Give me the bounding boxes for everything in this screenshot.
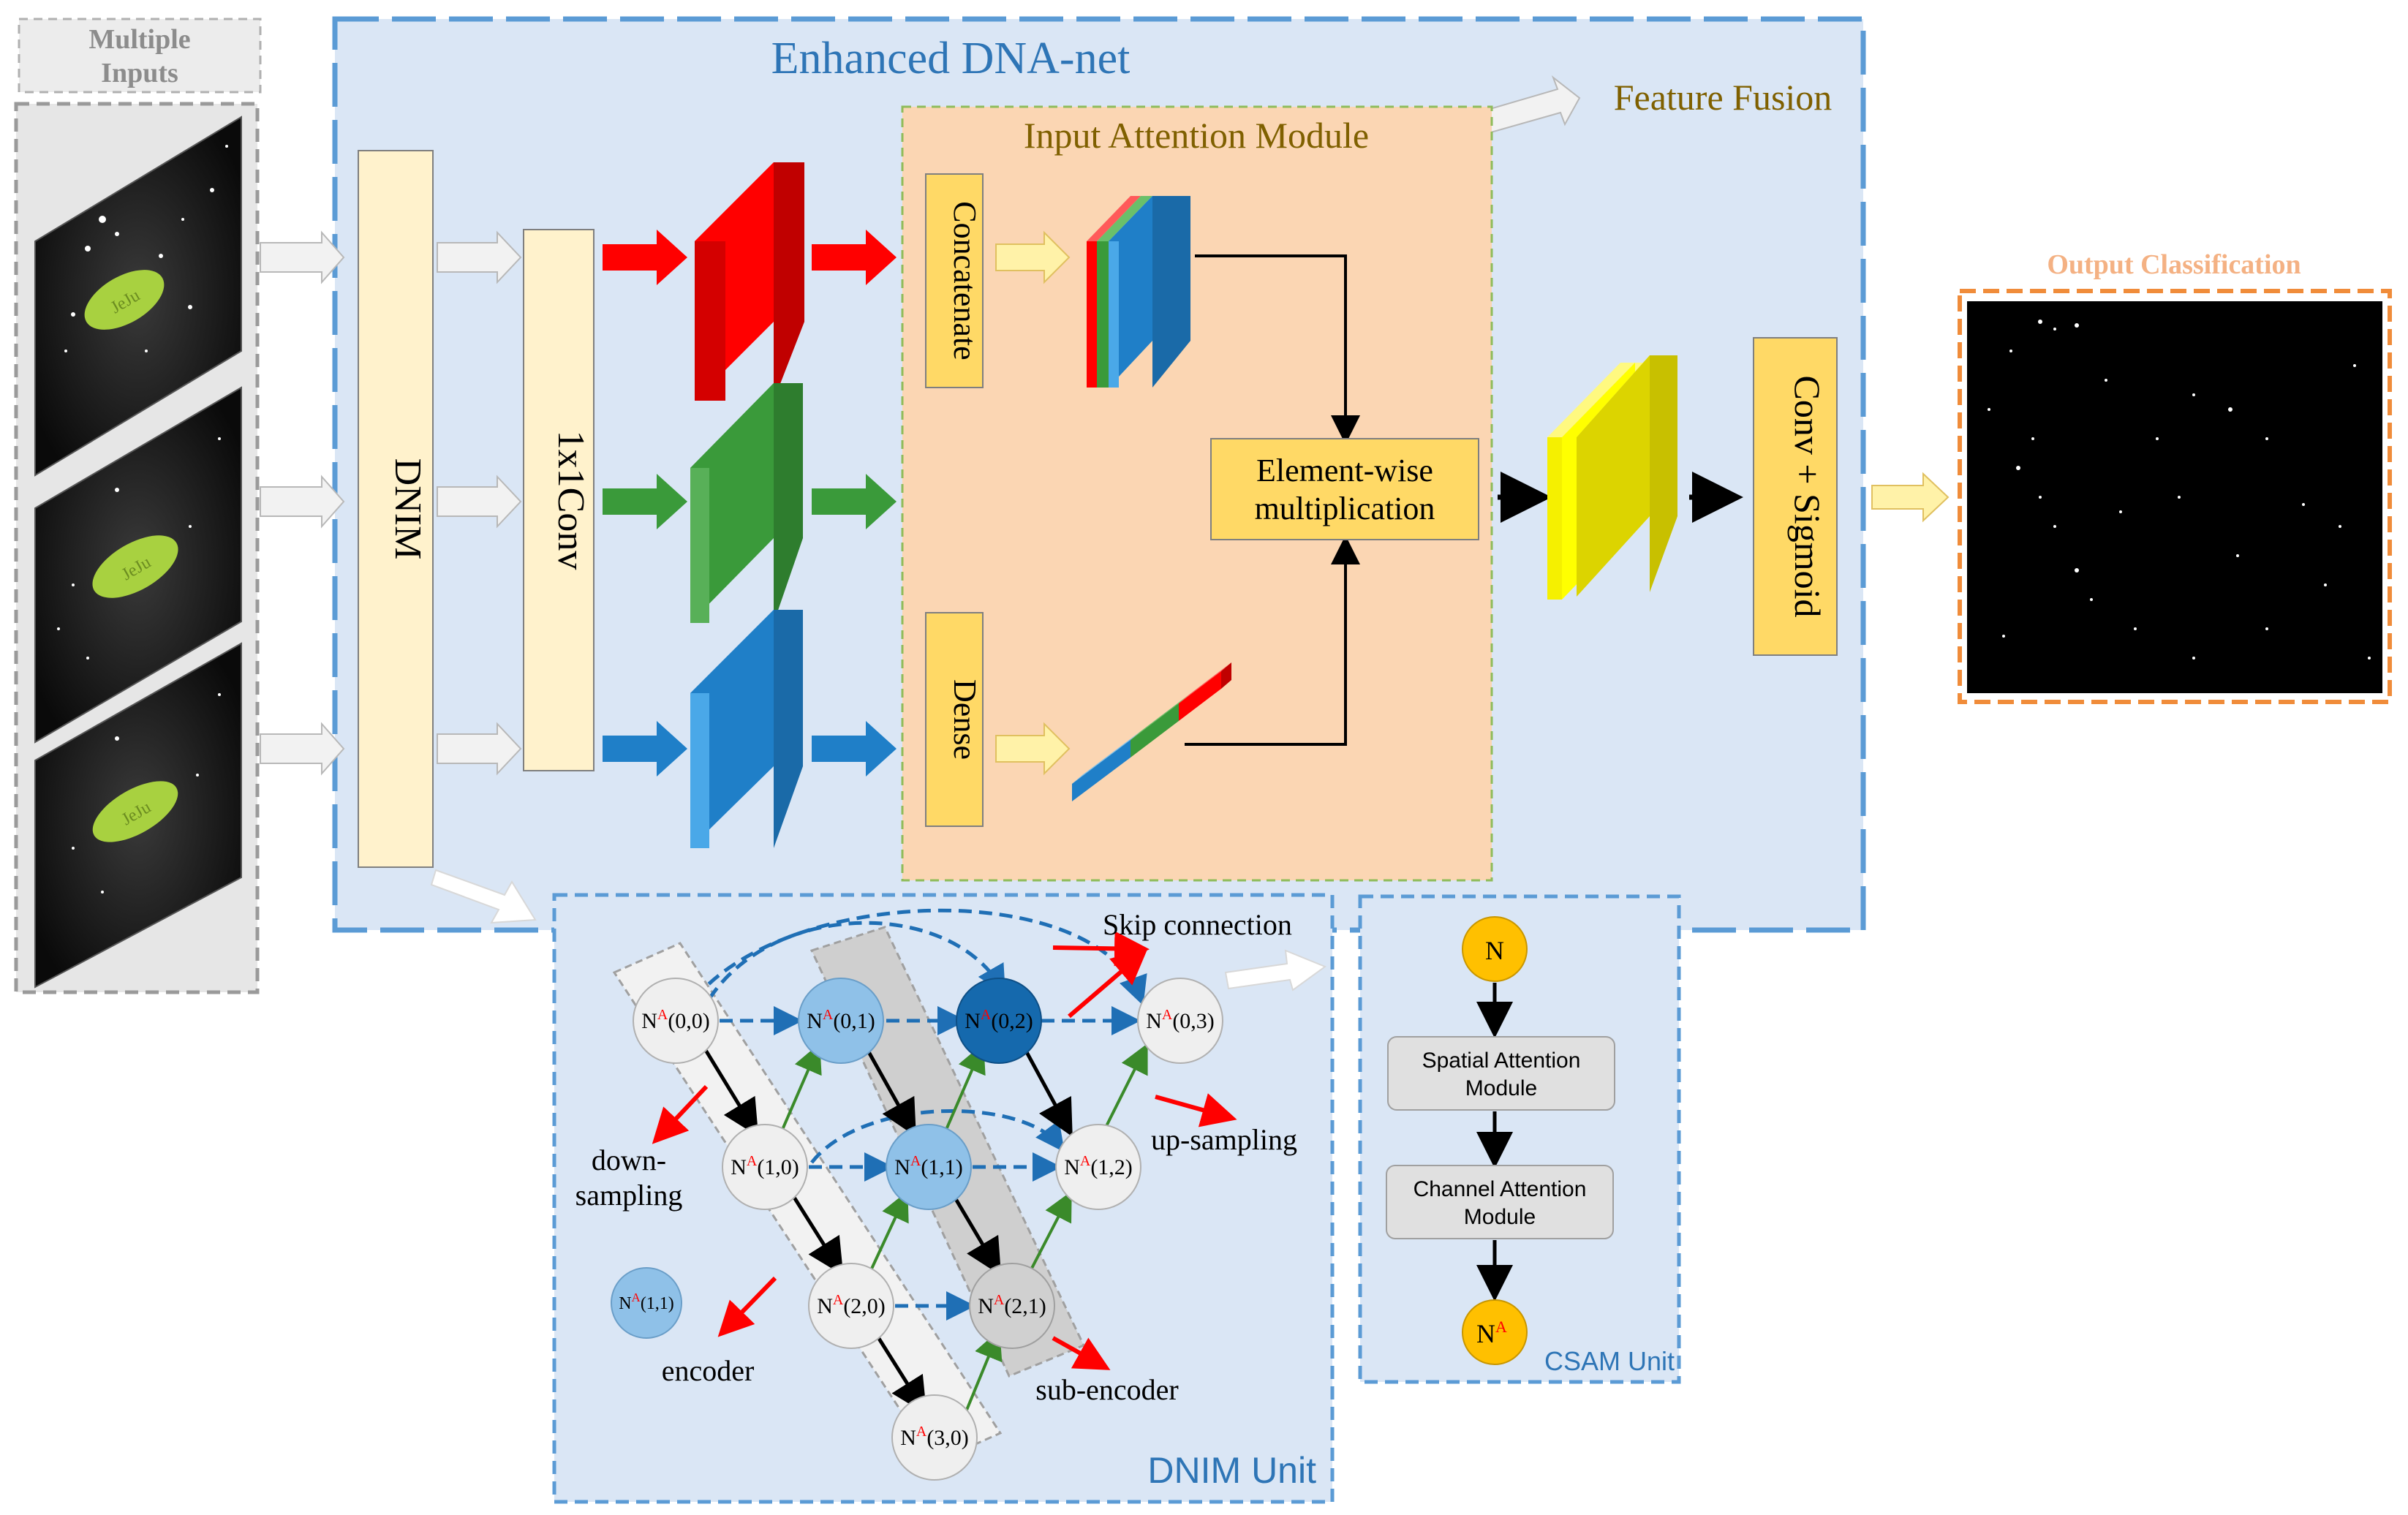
channel-attention-line1: Channel Attention bbox=[1414, 1177, 1587, 1201]
down-sampling-label-2: sampling bbox=[575, 1179, 683, 1212]
down-sampling-label-1: down- bbox=[592, 1144, 666, 1176]
skip-connections bbox=[693, 908, 1147, 1321]
main-title: Enhanced DNA-net bbox=[771, 34, 1131, 83]
dense-vector bbox=[1072, 662, 1231, 801]
input-image-2: JeJu bbox=[34, 386, 242, 744]
dense-box bbox=[925, 612, 984, 827]
to-output-arrow bbox=[1871, 472, 1950, 523]
input-arrows bbox=[260, 230, 345, 776]
annotation-arrows bbox=[652, 931, 1237, 1370]
dnim-block bbox=[358, 150, 434, 868]
node-0-1: NA(0,1) bbox=[798, 978, 884, 1064]
up-sampling-arrows bbox=[778, 1043, 1148, 1418]
dnim-unit-title: DNIM Unit bbox=[1147, 1450, 1316, 1491]
dnim-label: DNIM bbox=[387, 458, 429, 560]
svg-text:NA(1,1): NA(1,1) bbox=[619, 1291, 674, 1313]
inputs-title-line2: Inputs bbox=[101, 58, 178, 88]
svg-text:NA(3,0): NA(3,0) bbox=[900, 1424, 969, 1450]
concatenate-box bbox=[925, 173, 984, 388]
up-sampling-label: up-sampling bbox=[1151, 1123, 1297, 1156]
svg-text:NA(0,1): NA(0,1) bbox=[807, 1007, 875, 1033]
concatenated-feature-map bbox=[1087, 196, 1190, 388]
encoder-label: encoder bbox=[662, 1354, 755, 1387]
inputs-title-box bbox=[18, 18, 262, 94]
down-sampling-arrows bbox=[700, 1043, 1073, 1415]
csam-output-label: NA bbox=[1476, 1318, 1507, 1348]
dnim-annotations: Skip connection down- sampling up-sampli… bbox=[575, 908, 1297, 1406]
input-image-1: JeJu bbox=[34, 116, 242, 477]
svg-text:NA(2,1): NA(2,1) bbox=[978, 1292, 1046, 1318]
red-arrow-1 bbox=[603, 230, 687, 285]
concat-arrow bbox=[995, 230, 1071, 284]
csam-expand-arrow bbox=[1224, 949, 1327, 991]
green-arrow-2 bbox=[812, 474, 897, 529]
node-1-0: NA(1,0) bbox=[722, 1124, 808, 1210]
ew-label-line2: multiplication bbox=[1255, 491, 1435, 526]
svg-text:NA(0,2): NA(0,2) bbox=[965, 1007, 1033, 1033]
sub-encoder-label: sub-encoder bbox=[1035, 1373, 1178, 1406]
node-0-0: NA(0,0) bbox=[633, 978, 719, 1064]
node-2-1: NA(2,1) bbox=[969, 1263, 1055, 1349]
input-image-3: JeJu bbox=[34, 642, 242, 989]
inputs-panel: Multiple Inputs JeJu JeJu JeJu bbox=[14, 18, 262, 994]
dense-arrow bbox=[995, 722, 1071, 776]
spatial-attention-line2: Module bbox=[1465, 1076, 1537, 1100]
csam-unit-panel bbox=[1358, 894, 1681, 1384]
output-title: Output Classification bbox=[2047, 249, 2301, 280]
concatenate-label: Concatenate bbox=[947, 201, 983, 360]
conv1x1-block bbox=[523, 229, 595, 771]
spatial-attention-line1: Spatial Attention bbox=[1422, 1049, 1581, 1073]
conv-sigmoid-label: Conv + Sigmoid bbox=[1787, 375, 1828, 617]
red-arrow-2 bbox=[812, 230, 897, 285]
csam-output-node bbox=[1462, 1299, 1528, 1365]
concat-to-ew-line bbox=[1195, 254, 1360, 445]
node-0-3: NA(0,3) bbox=[1137, 978, 1223, 1064]
svg-text:NA(0,0): NA(0,0) bbox=[641, 1007, 710, 1033]
blue-arrow-2 bbox=[812, 721, 897, 777]
spatial-attention-box bbox=[1387, 1036, 1615, 1111]
conv1x1-label: 1x1Conv bbox=[550, 431, 592, 570]
csam-input-label: N bbox=[1485, 936, 1504, 965]
node-0-2: NA(0,2) bbox=[956, 978, 1042, 1064]
dnim-to-conv-arrows bbox=[437, 230, 522, 776]
legend-node: NA(1,1) bbox=[611, 1267, 682, 1339]
blue-feature-map bbox=[690, 610, 803, 848]
inputs-title-line1: Multiple bbox=[88, 24, 190, 55]
green-feature-map bbox=[690, 383, 803, 623]
dnim-nodes: NA(0,0) NA(0,1) NA(0,2) NA(0,3) NA(1,0) … bbox=[611, 978, 1223, 1481]
yellow-feature-maps bbox=[1547, 355, 1677, 600]
svg-text:NA(0,3): NA(0,3) bbox=[1146, 1007, 1215, 1033]
skip-connection-label: Skip connection bbox=[1103, 908, 1292, 941]
svg-text:NA(1,1): NA(1,1) bbox=[894, 1153, 963, 1179]
dnim-expand-arrow bbox=[430, 869, 537, 924]
svg-text:NA(2,0): NA(2,0) bbox=[817, 1292, 886, 1318]
node-2-0: NA(2,0) bbox=[808, 1263, 894, 1349]
csam-unit-title: CSAM Unit bbox=[1544, 1346, 1675, 1376]
ew-label-line1: Element-wise bbox=[1256, 453, 1433, 488]
element-wise-multiplication-box bbox=[1210, 438, 1479, 540]
output-image bbox=[1967, 301, 2382, 693]
dense-label: Dense bbox=[947, 679, 983, 760]
red-feature-map bbox=[695, 162, 804, 401]
csam-input-node bbox=[1462, 916, 1528, 982]
feature-fusion-label: Feature Fusion bbox=[1614, 77, 1833, 118]
svg-text:NA(1,0): NA(1,0) bbox=[731, 1153, 799, 1179]
channel-attention-box bbox=[1386, 1165, 1614, 1239]
green-arrow-1 bbox=[603, 474, 687, 529]
svg-text:NA(1,2): NA(1,2) bbox=[1064, 1153, 1133, 1179]
iam-title: Input Attention Module bbox=[1024, 115, 1369, 156]
conv-sigmoid-box bbox=[1753, 337, 1838, 656]
blue-arrow-1 bbox=[603, 721, 687, 777]
channel-attention-line2: Module bbox=[1464, 1205, 1536, 1229]
node-1-1: NA(1,1) bbox=[886, 1124, 972, 1210]
output-image-dots bbox=[1988, 320, 2371, 660]
node-1-2: NA(1,2) bbox=[1055, 1124, 1141, 1210]
dense-to-ew-line bbox=[1185, 535, 1360, 746]
node-3-0: NA(3,0) bbox=[891, 1394, 978, 1481]
